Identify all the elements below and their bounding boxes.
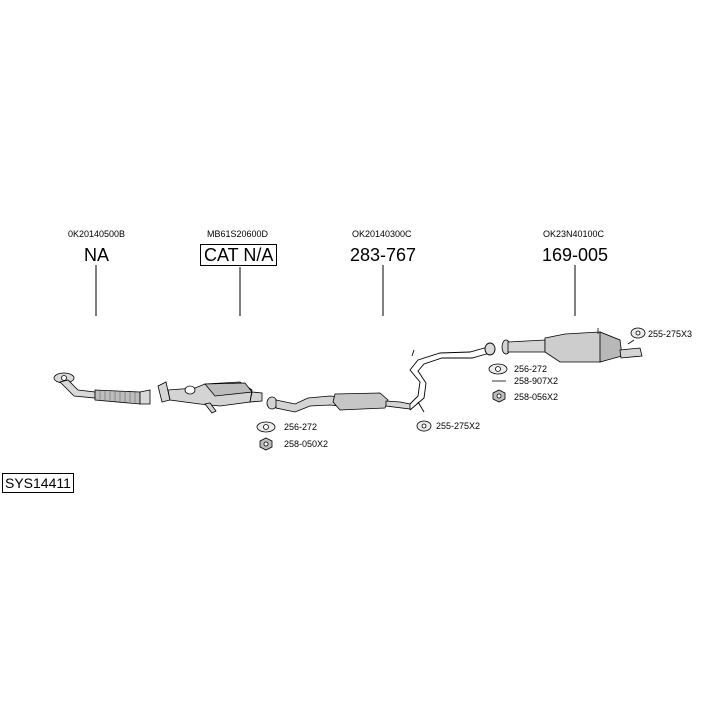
part-number-catalyst[interactable]: CAT N/A — [200, 244, 278, 266]
part-number-front-pipe[interactable]: NA — [84, 245, 110, 265]
hanger-icon-rear — [630, 327, 646, 339]
gasket-icon-rear — [488, 363, 508, 375]
part-code-rear-silencer: OK23N40100C — [543, 229, 605, 239]
catalyst — [157, 381, 263, 414]
label-gasket-rear[interactable]: 256-272 — [514, 364, 548, 374]
label-bolt-rear[interactable]: 258-907X2 — [514, 376, 559, 386]
part-code-catalyst: MB61S20600D — [207, 229, 269, 239]
label-nut-front[interactable]: 258-050X2 — [284, 439, 329, 449]
label-hanger-rear[interactable]: 255-275X3 — [648, 329, 693, 339]
label-nut-rear[interactable]: 258-056X2 — [514, 392, 559, 402]
rear-silencer — [501, 328, 643, 363]
nut-icon-rear — [492, 389, 506, 403]
hanger-icon-mid — [416, 420, 432, 432]
part-code-middle-silencer: OK20140300C — [352, 229, 412, 239]
part-number-middle-silencer[interactable]: 283-767 — [350, 245, 417, 265]
system-id: SYS14411 — [2, 473, 74, 493]
connecting-pipe — [409, 342, 496, 413]
label-hanger-mid[interactable]: 255-275X2 — [436, 421, 481, 431]
part-number-rear-silencer[interactable]: 169-005 — [542, 245, 609, 265]
front-pipe — [53, 372, 151, 405]
label-gasket-front[interactable]: 256-272 — [284, 422, 318, 432]
part-code-front-pipe: 0K20140500B — [68, 229, 126, 239]
nut-icon-front — [259, 437, 273, 451]
gasket-icon-front — [256, 421, 276, 433]
middle-silencer — [266, 392, 411, 413]
